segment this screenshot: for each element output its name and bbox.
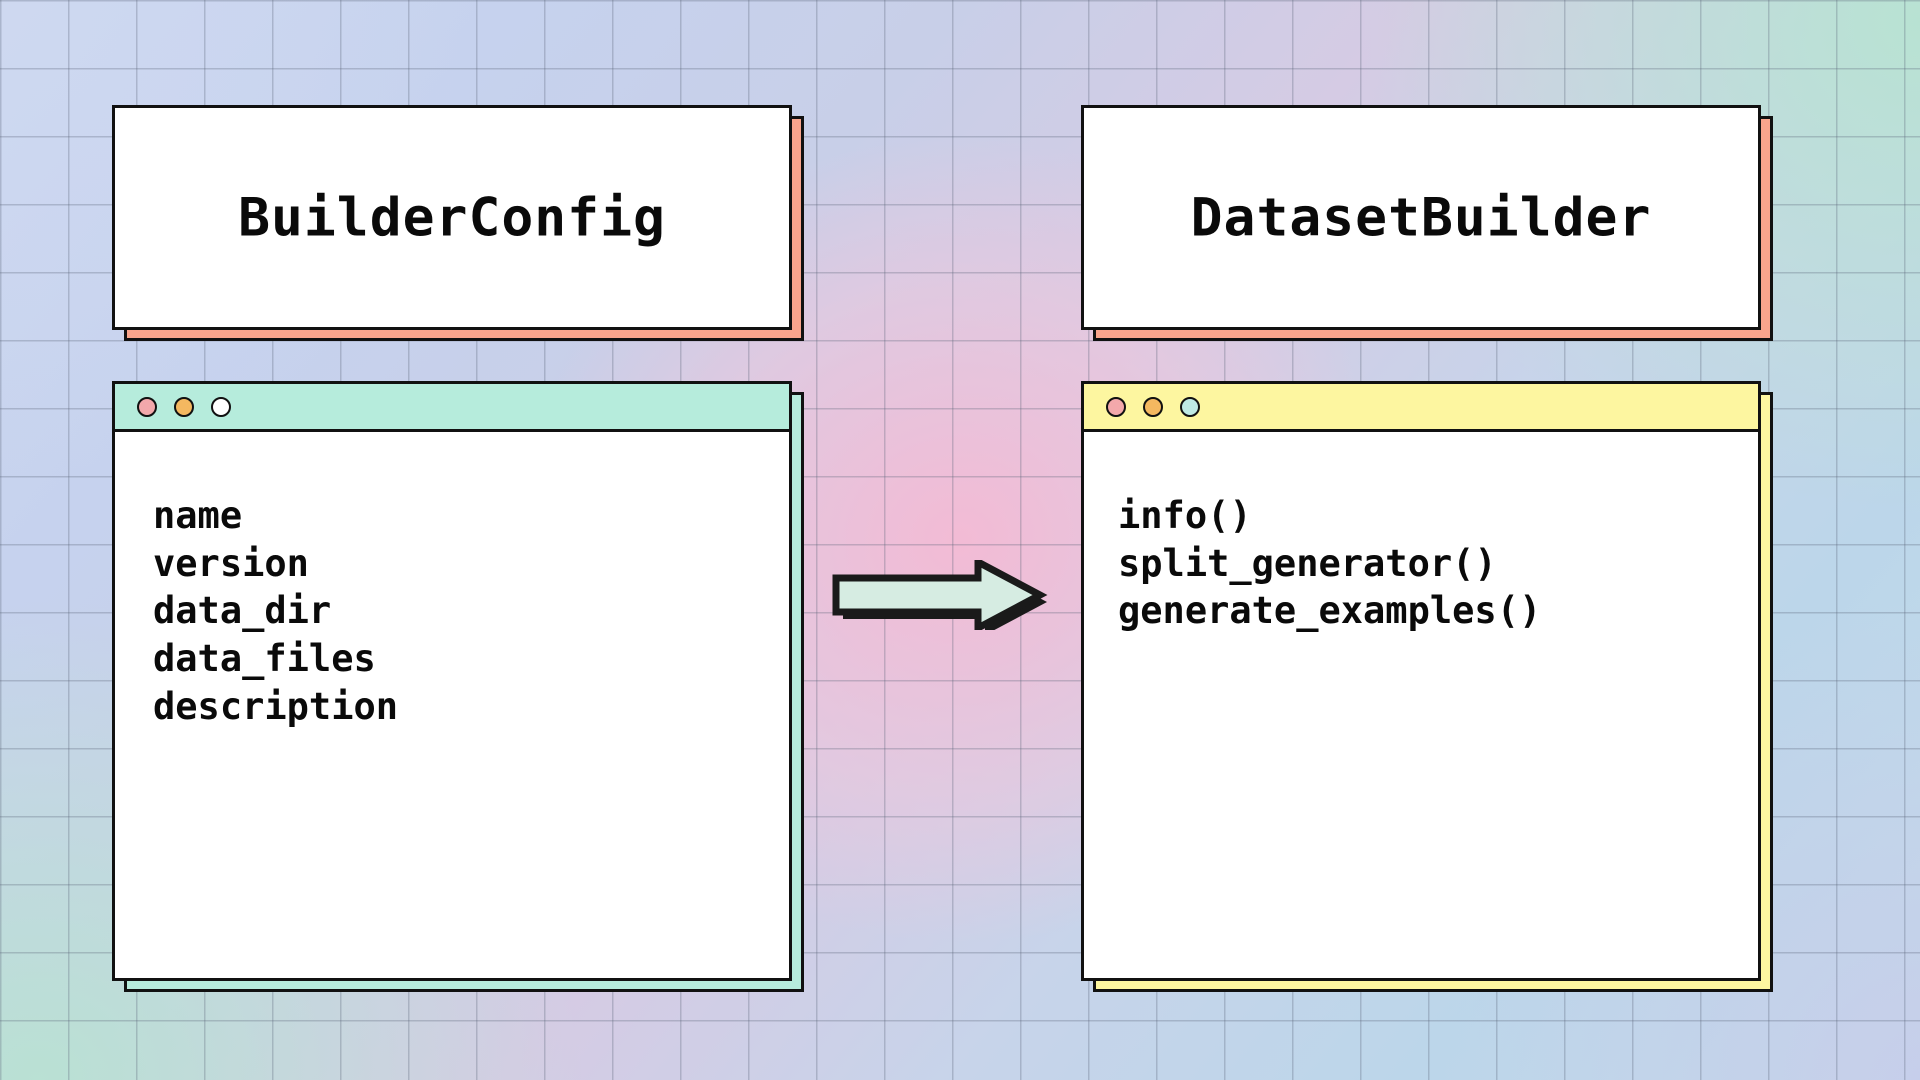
list-item: data_files [153, 637, 376, 681]
window-dot-close-icon[interactable] [137, 396, 157, 417]
list-item: version [153, 541, 309, 585]
dataset-builder-titlebar [1084, 384, 1758, 432]
list-item: description [153, 684, 399, 728]
list-item: data_dir [153, 589, 332, 633]
builder-config-title: BuilderConfig [238, 187, 666, 248]
builder-config-window[interactable]: name version data_dir data_files descrip… [112, 381, 792, 981]
window-dot-minimize-icon[interactable] [174, 396, 194, 417]
builder-config-body: name version data_dir data_files descrip… [115, 432, 789, 978]
window-dot-maximize-icon[interactable] [1180, 396, 1200, 417]
connector-arrow-right [828, 560, 1048, 630]
builder-config-header-card[interactable]: BuilderConfig [112, 105, 792, 330]
list-item: info() [1118, 494, 1252, 537]
builder-config-member-list: name version data_dir data_files descrip… [153, 492, 789, 731]
dataset-builder-title: DatasetBuilder [1190, 187, 1652, 248]
list-item: generate_examples() [1118, 589, 1542, 633]
dataset-builder-header-card[interactable]: DatasetBuilder [1081, 105, 1761, 330]
list-item: name [153, 494, 243, 537]
list-item: split_generator() [1118, 541, 1497, 585]
dataset-builder-body: info() split_generator() generate_exampl… [1084, 432, 1758, 978]
window-dot-maximize-icon[interactable] [211, 396, 231, 417]
window-dot-close-icon[interactable] [1106, 396, 1126, 417]
builder-config-titlebar [115, 384, 789, 432]
dataset-builder-member-list: info() split_generator() generate_exampl… [1118, 492, 1758, 635]
dataset-builder-window[interactable]: info() split_generator() generate_exampl… [1081, 381, 1761, 981]
window-dot-minimize-icon[interactable] [1143, 396, 1163, 417]
